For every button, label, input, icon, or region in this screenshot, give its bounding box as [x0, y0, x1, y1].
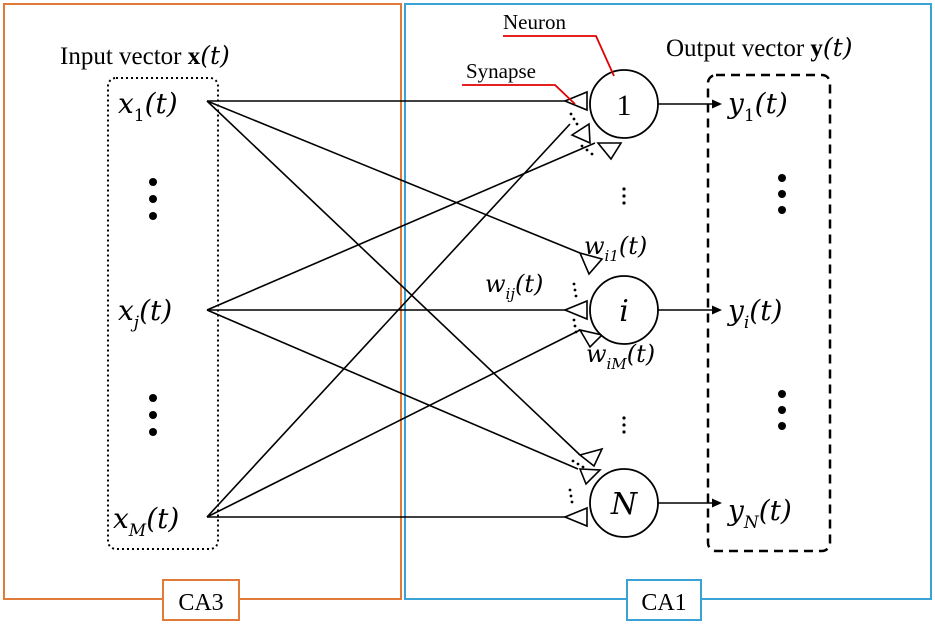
input-x1-label: x1(t)	[118, 87, 178, 126]
synapse-annotation: Synapse	[466, 59, 536, 83]
output-y1-label: y1(t)	[726, 87, 788, 126]
neuron-annotation-leader	[503, 35, 615, 77]
ca1-label: CA1	[641, 590, 686, 616]
neuron-ellipsis-upper	[622, 187, 626, 205]
output-vector-title: Output vector y(t)	[666, 33, 852, 62]
weight-wij-label: wij(t)	[485, 270, 543, 303]
output-yi-label: yi(t)	[726, 294, 782, 333]
weight-wi1-label: wi1(t)	[584, 232, 647, 265]
neuron-1-label: 1	[617, 89, 632, 122]
input-vector-box	[107, 77, 219, 550]
input-ellipsis-lower	[149, 394, 157, 436]
neuron-N-label: N	[610, 487, 639, 522]
neuron-ellipsis-lower	[622, 416, 626, 434]
synapse-markers	[562, 90, 623, 528]
input-xM-label: xM(t)	[113, 502, 179, 541]
ca3-region-box	[3, 3, 402, 600]
ca1-label-box	[626, 579, 702, 621]
synapse-annotation-leader	[462, 84, 576, 105]
ca3-label-box	[162, 579, 240, 621]
output-ellipsis-lower	[778, 390, 786, 430]
synapse-dots	[568, 112, 594, 504]
synaptic-connections	[206, 100, 596, 518]
output-ellipsis-upper	[778, 174, 786, 214]
weight-wiM-label: wiM(t)	[586, 340, 655, 373]
input-ellipsis-upper	[149, 178, 157, 220]
input-vector-title: Input vector x(t)	[60, 41, 230, 70]
ca3-label: CA3	[178, 590, 223, 616]
output-yN-label: yN(t)	[726, 494, 792, 533]
output-vector-box	[706, 73, 832, 553]
neuron-annotation: Neuron	[503, 10, 566, 34]
output-arrows	[658, 99, 722, 508]
neuron-i-label: i	[619, 294, 629, 329]
input-xj-label: xj(t)	[118, 294, 172, 333]
ca1-region-box	[404, 3, 932, 600]
